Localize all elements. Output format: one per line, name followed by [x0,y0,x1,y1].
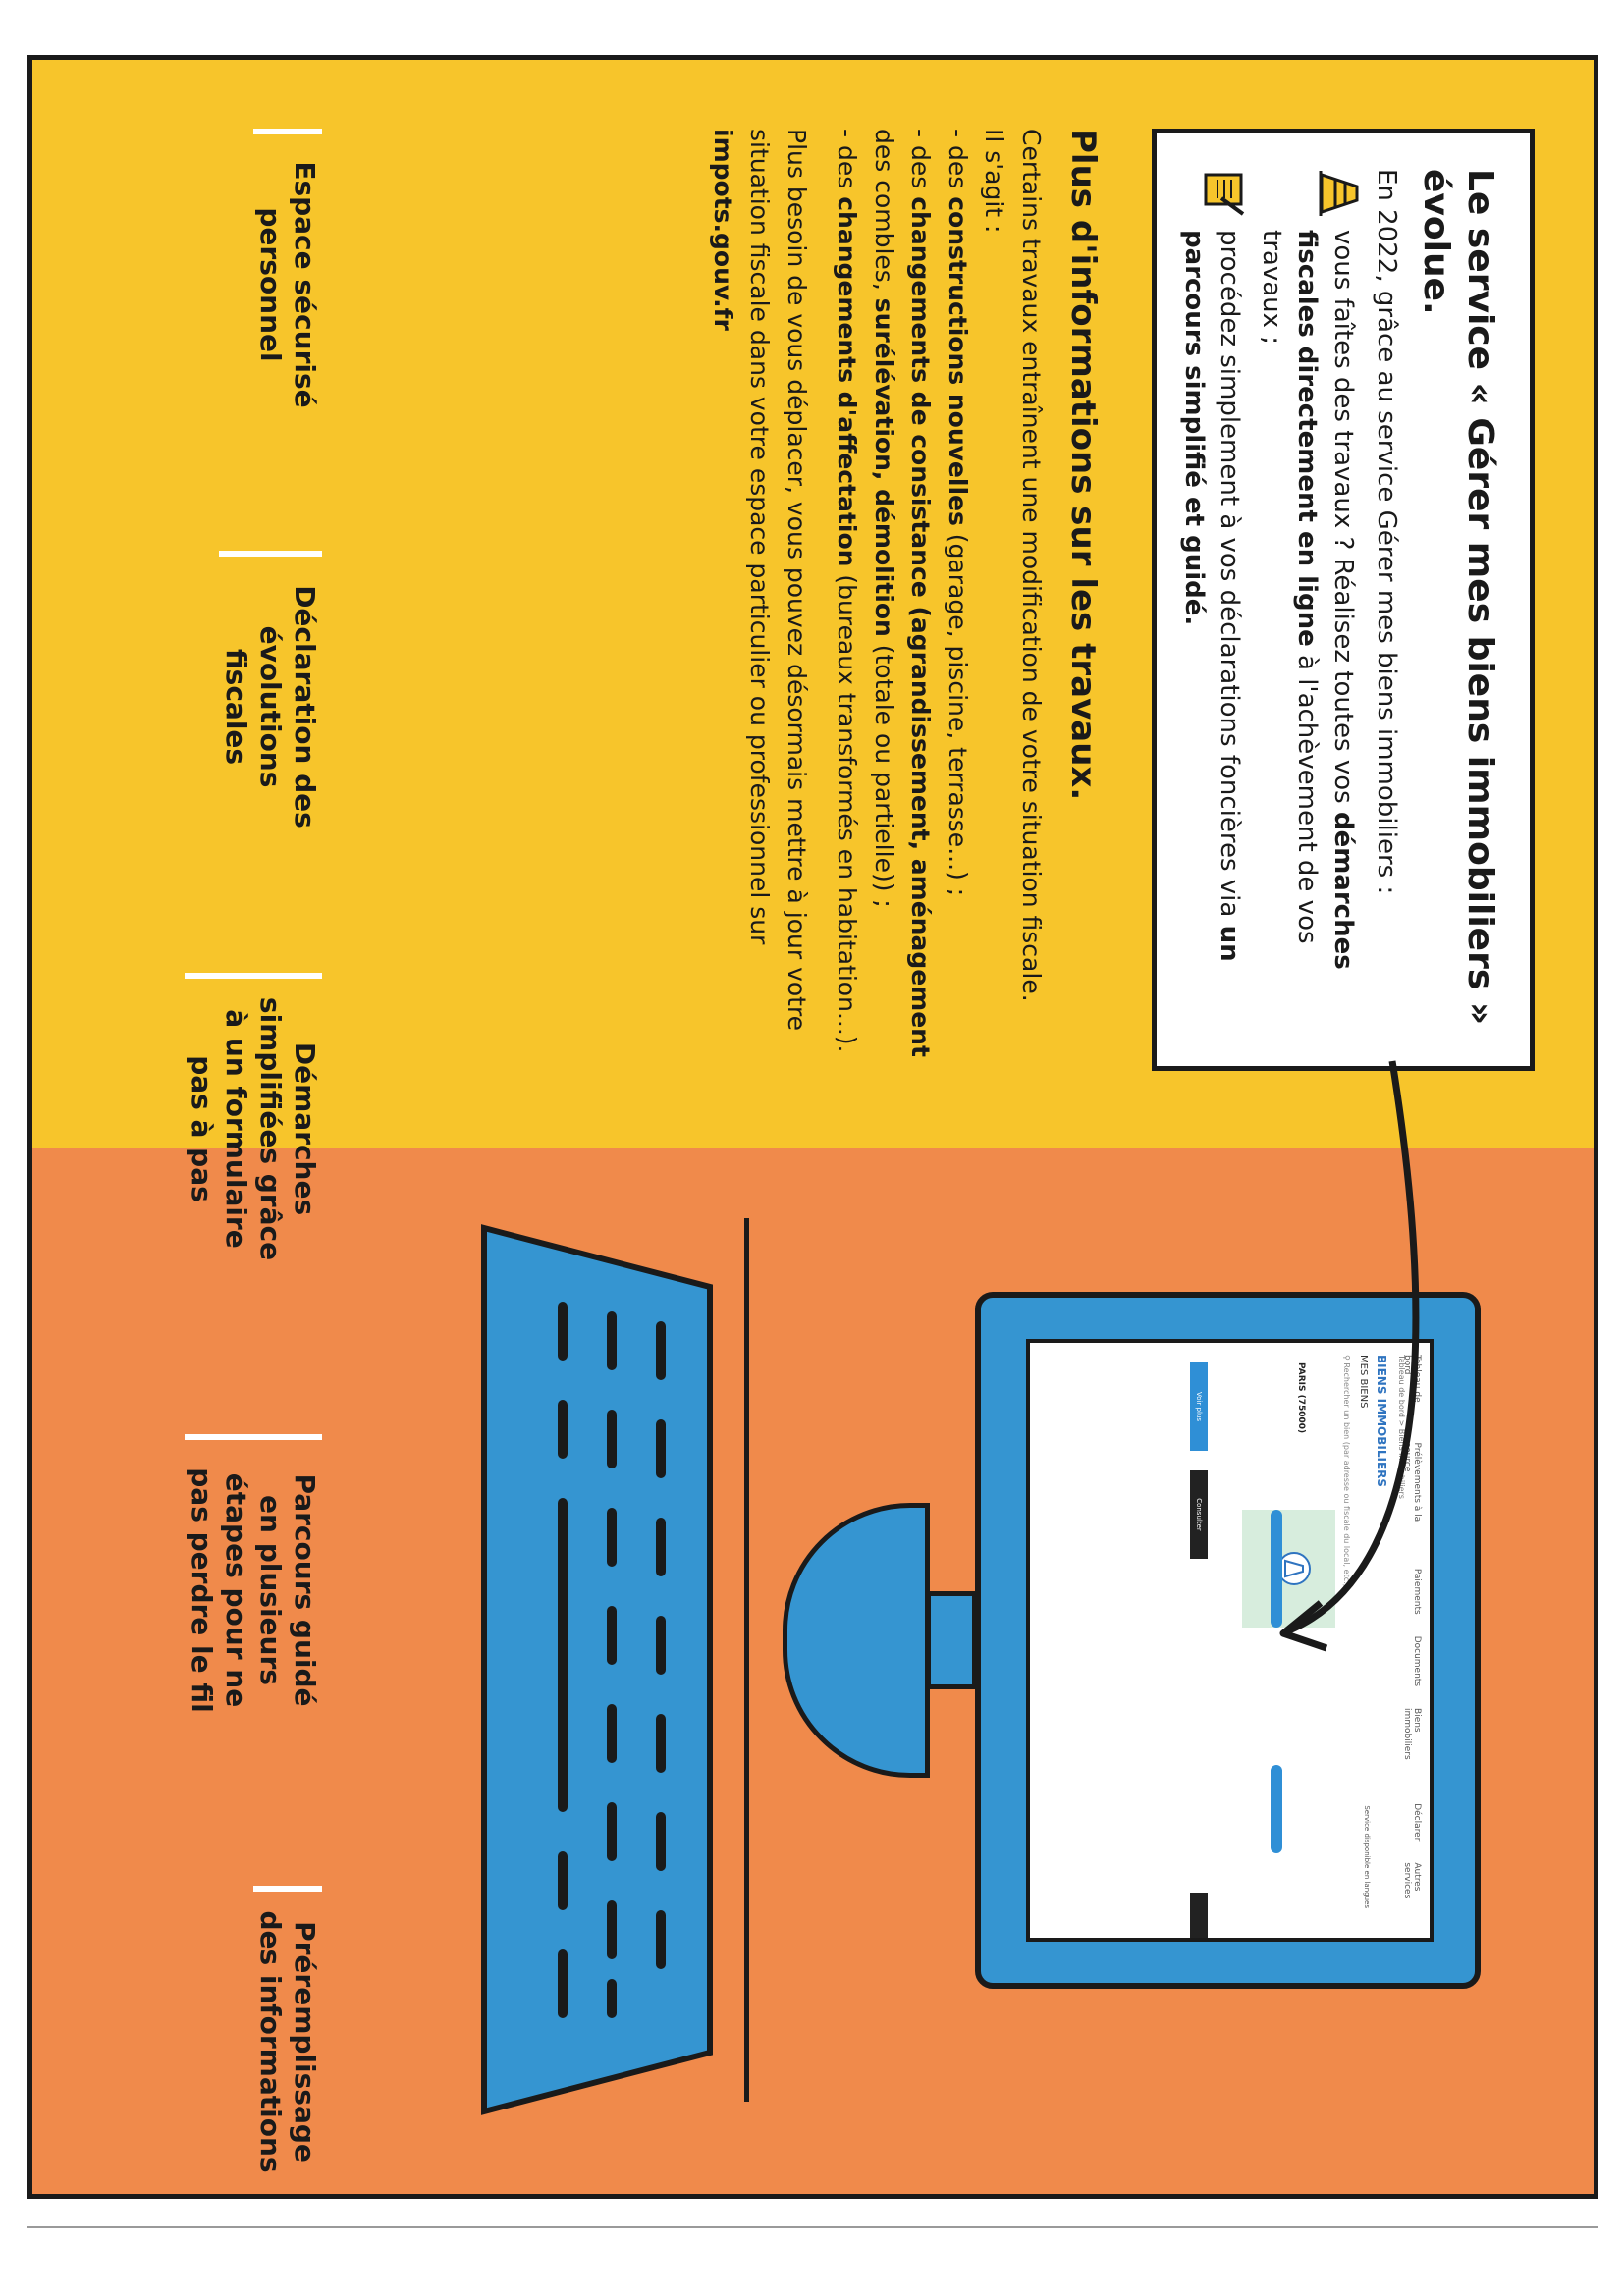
info-title: Le service « Gérer mes biens immobiliers… [1416,169,1500,1026]
impots-link[interactable]: impots.gouv.fr [709,129,737,331]
works-paragraph-3-text: Plus besoin de vous déplacer, vous pouve… [745,129,812,1032]
info-item-works: vous faîtes des travaux ? Réalisez toute… [1253,169,1360,1031]
info-box: Le service « Gérer mes biens immobiliers… [1152,129,1535,1071]
info-item-declarations-pre: procédez simplement à vos déclarations f… [1215,230,1245,926]
feature-declaration: Déclaration des évolutions fiscales [219,551,322,839]
feature-secure-space: Espace sécurisé personnel [253,129,322,417]
info-item-declarations: procédez simplement à vos déclarations f… [1176,169,1248,1031]
cone-icon [1319,171,1359,216]
works-section: Plus d'informations sur les travaux. Cer… [705,129,1103,1071]
works-paragraph-1: Certains travaux entraînent une modifica… [1017,129,1046,1002]
screen-card [1242,1510,1335,1628]
feature-guided-path: Parcours guidé en plusieurs étapes pour … [185,1434,322,1723]
info-item-works-text: vous faîtes des travaux ? Réalisez toute… [1253,230,1360,1031]
info-intro: En 2022, grâce au service Gérer mes bien… [1372,169,1401,895]
bullet-1-bold: constructions nouvelles [944,196,972,526]
screen-pill-button [1271,1765,1282,1853]
desk-line [744,1218,749,2102]
works-paragraph-2: Il s'agit : [980,129,1009,234]
bullet-3-bold: changements d'affectation [833,196,862,567]
screen-nav-item: Déclarer [1412,1803,1422,1842]
works-paragraph-3: Plus besoin de vous déplacer, vous pouve… [705,129,816,1071]
bullet-1-post: (garage, piscine, terrasse...) ; [944,525,972,897]
keyboard [481,1224,713,2115]
monitor-base [783,1503,930,1778]
poster-frame: Le service « Gérer mes biens immobiliers… [27,55,1598,2199]
screen-service-note: Service disponible en langues [1363,1805,1371,1908]
works-bullet-constructions: - des constructions nouvelles (garage, p… [940,129,977,1071]
bullet-3-pre: - des [833,129,862,197]
document-pencil-icon [1204,173,1245,216]
info-item-works-pre: vous faîtes des travaux ? Réalisez toute… [1327,230,1358,812]
rotated-content: Le service « Gérer mes biens immobiliers… [32,60,1594,2194]
bullet-1-pre: - des [944,129,972,197]
screen-btn-more: Voir plus [1190,1362,1208,1451]
screen-btn-consult: Consulter [1190,1470,1208,1559]
screen-btn-dark [1190,1893,1208,1942]
bullet-2-pre: - des [906,129,936,197]
screen-nav-item: Autres services [1402,1862,1422,1899]
bullet-2-bold-1: changements de consistance (agrandisseme… [906,196,936,1057]
cone-icon [1277,1552,1311,1585]
works-bullet-affectation: - des changements d'affectation (bureaux… [829,129,866,1071]
monitor-screen: Tableau de bord Prélèvements à la source… [1026,1339,1434,1942]
screen-nav-item: Biens immobiliers [1402,1708,1422,1760]
monitor: Tableau de bord Prélèvements à la source… [975,1292,1481,1989]
bottom-rule [27,2226,1598,2228]
bullet-2-mid: des combles, [870,129,898,298]
feature-simplified: Démarches simplifiées grâce à un formula… [185,973,322,1261]
works-heading: Plus d'informations sur les travaux. [1063,129,1103,801]
bullet-2-bold-2: surélévation, démolition [870,297,898,637]
feature-prefill: Préremplissage des informations [253,1886,322,2174]
curved-arrow [1279,1060,1420,1652]
info-item-declarations-text: procédez simplement à vos déclarations f… [1176,230,1248,1031]
works-bullet-consistance: - des changements de consistance (agrand… [866,129,940,1071]
bullet-2-post: (totale ou partielle)) ; [870,636,898,908]
bullet-3-post: (bureaux transformés en habitation...). [833,566,862,1053]
monitor-neck [926,1591,977,1689]
